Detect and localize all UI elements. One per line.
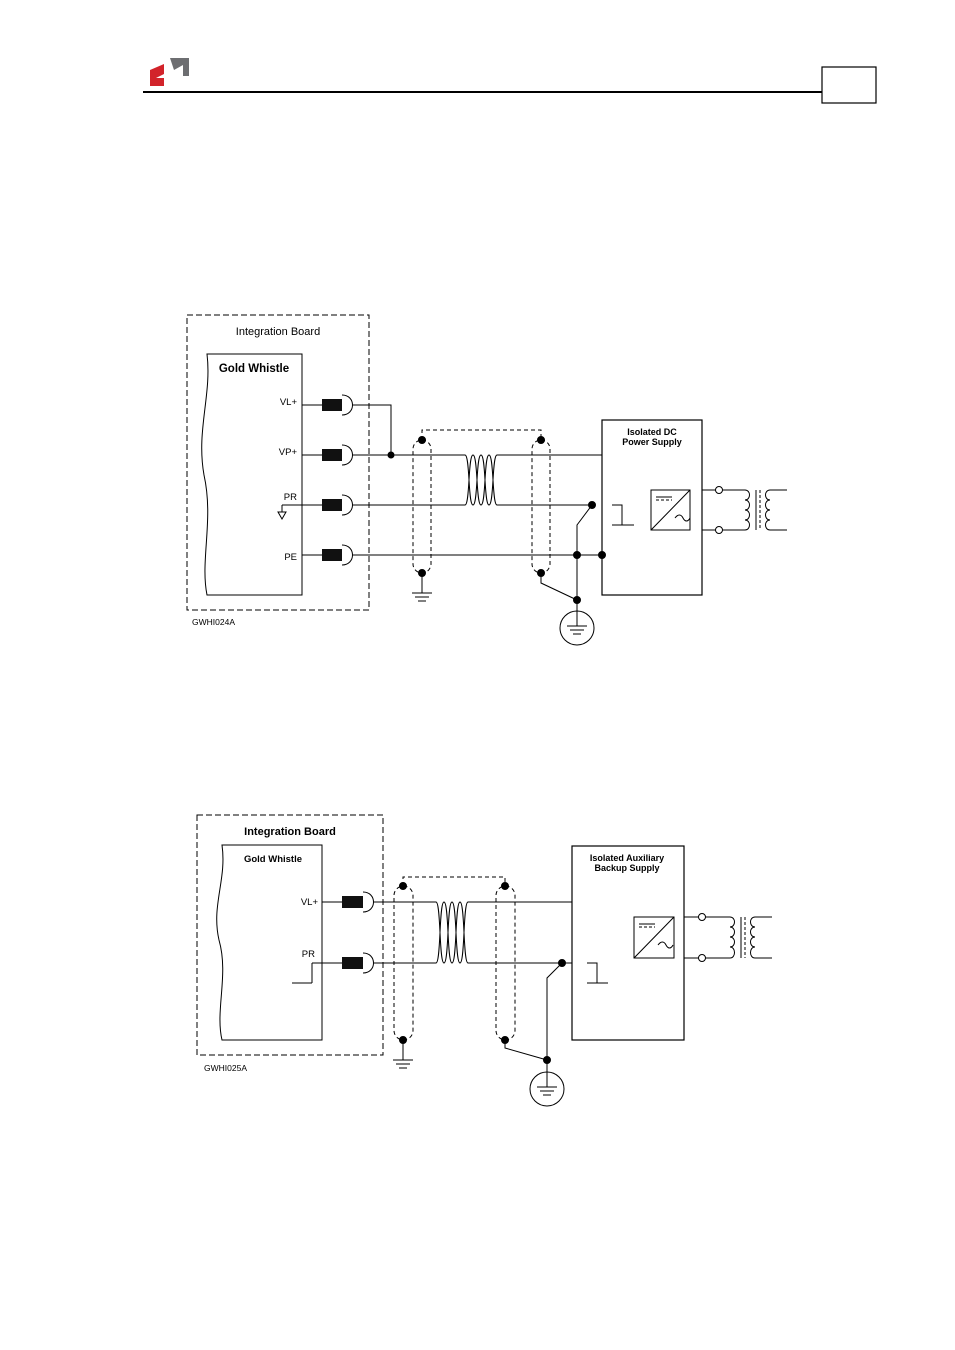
integration-board-outline-2 [197,815,383,1055]
fig1-drive-title: Gold Whistle [219,363,289,375]
connector-pr-2 [342,957,363,969]
fig2-pin-vl: VL+ [301,897,319,908]
fig1-id: GWHI024A [192,617,235,627]
isolated-auxiliary-backup-supply [572,846,684,1040]
fig1-pin-pe: PE [284,552,297,563]
cable-shield-right [532,440,550,573]
fig2-board-title: Integration Board [244,826,336,838]
fig2-pin-pr: PR [302,949,315,960]
transformer-icon [766,490,788,530]
connector-vl [322,399,342,411]
connector-pr [322,499,342,511]
company-logo [150,58,189,86]
fig1-supply-title-2: Power Supply [622,437,682,447]
fig1-board-title: Integration Board [236,326,320,338]
connector-vp [322,449,342,461]
cable-shield-left [413,440,431,573]
fig1-supply-title-1: Isolated DC [627,427,677,437]
fig1-pin-vl: VL+ [280,397,298,408]
fig2-drive-title: Gold Whistle [244,854,302,865]
transformer-icon-2 [751,917,773,958]
fig1-pin-vp: VP+ [279,447,298,458]
drive-outline-2 [217,845,322,1040]
page-number-box [822,67,876,103]
fig2-supply-title-2: Backup Supply [594,863,659,873]
connector-pe [322,549,342,561]
fig2-id: GWHI025A [204,1063,247,1073]
fig1-pin-pr: PR [284,492,297,503]
integration-board-outline [187,315,369,610]
connector-vl-2 [342,896,363,908]
fig2-supply-title-1: Isolated Auxiliary [590,853,664,863]
